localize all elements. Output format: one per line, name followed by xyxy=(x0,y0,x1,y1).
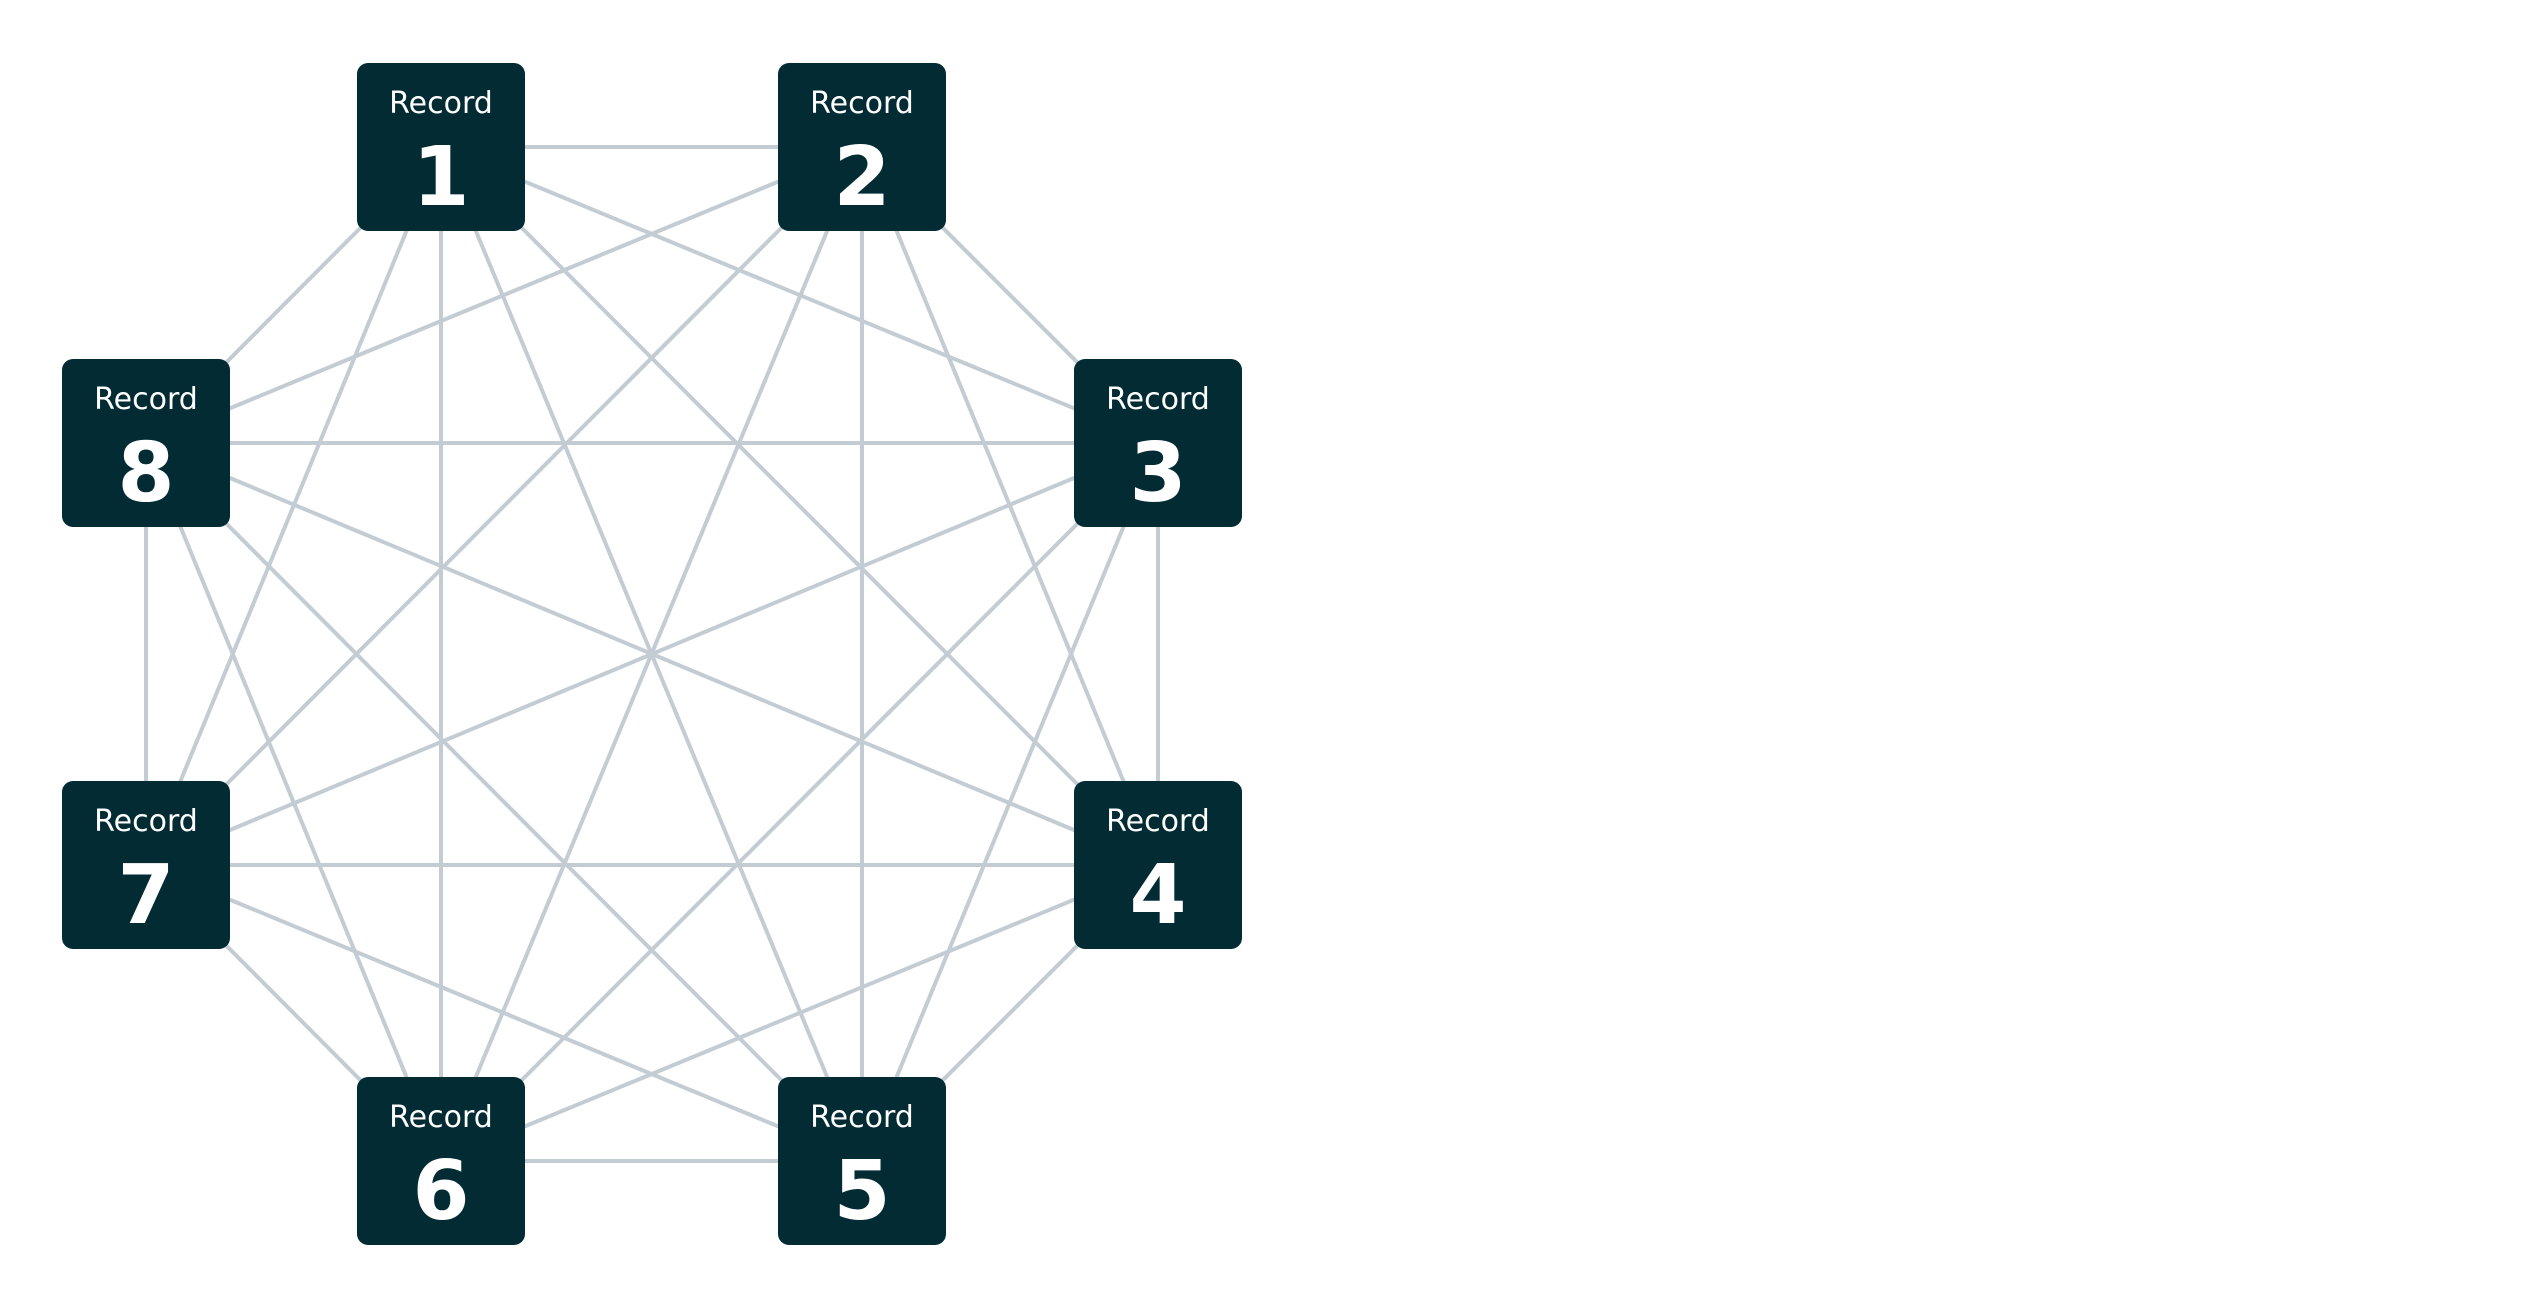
record-label: Record xyxy=(1106,804,1210,839)
record-label: Record xyxy=(94,804,198,839)
record-label: Record xyxy=(1106,382,1210,417)
record-label: Record xyxy=(810,86,914,121)
record-box xyxy=(1074,781,1242,949)
edge-4-8 xyxy=(145,441,1159,867)
record-node-4: Record 4 xyxy=(1074,781,1242,949)
record-node-6: Record 6 xyxy=(357,1077,525,1245)
record-number: 8 xyxy=(117,426,174,521)
record-box xyxy=(778,63,946,231)
record-label: Record xyxy=(389,86,493,121)
record-number: 6 xyxy=(412,1144,469,1239)
record-nodes: Record1Record2Record3Record4Record5Recor… xyxy=(62,63,1242,1245)
record-node-2: Record 2 xyxy=(778,63,946,231)
edge-5-8 xyxy=(144,441,864,1163)
record-node-1: Record 1 xyxy=(357,63,525,231)
edge-2-7 xyxy=(144,145,864,867)
record-number: 7 xyxy=(117,848,174,943)
edge-6-8 xyxy=(144,442,443,1162)
record-box xyxy=(357,63,525,231)
record-number: 3 xyxy=(1129,426,1186,521)
record-box xyxy=(62,781,230,949)
edge-1-4 xyxy=(439,145,1160,867)
record-box xyxy=(62,359,230,527)
record-node-5: Record 5 xyxy=(778,1077,946,1245)
edge-4-6 xyxy=(440,863,1159,1163)
record-label: Record xyxy=(810,1100,914,1135)
connection-lines xyxy=(144,145,1160,1163)
record-box xyxy=(357,1077,525,1245)
record-label: Record xyxy=(94,382,198,417)
edge-5-7 xyxy=(145,863,863,1163)
record-node-3: Record 3 xyxy=(1074,359,1242,527)
record-node-7: Record 7 xyxy=(62,781,230,949)
record-number: 2 xyxy=(833,130,890,225)
record-number: 1 xyxy=(412,130,469,225)
record-number: 5 xyxy=(833,1144,890,1239)
edge-3-6 xyxy=(439,441,1160,1163)
record-label: Record xyxy=(389,1100,493,1135)
record-box xyxy=(1074,359,1242,527)
record-node-8: Record 8 xyxy=(62,359,230,527)
edge-2-8 xyxy=(145,145,863,445)
record-box xyxy=(778,1077,946,1245)
record-number: 4 xyxy=(1129,848,1186,943)
